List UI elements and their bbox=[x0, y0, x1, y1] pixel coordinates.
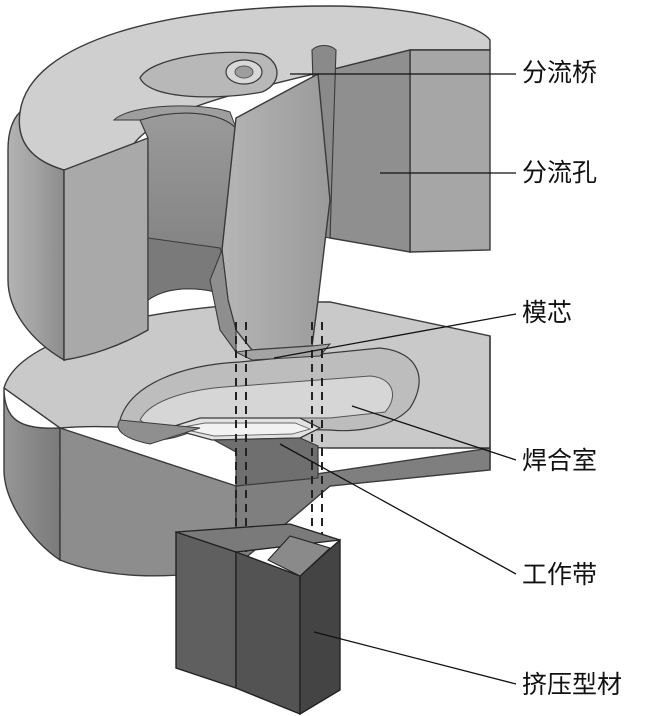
leader-bearing bbox=[279, 443, 517, 575]
leader-profile bbox=[313, 631, 517, 685]
label-bridge: 分流桥 bbox=[522, 58, 598, 87]
leader-mandrel bbox=[273, 313, 517, 359]
label-port: 分流孔 bbox=[522, 158, 598, 187]
label-bearing: 工作带 bbox=[522, 560, 598, 589]
projection-dashes bbox=[235, 322, 323, 552]
lower-die bbox=[3, 301, 491, 577]
label-profile: 挤压型材 bbox=[522, 670, 623, 699]
label-mandrel: 模芯 bbox=[522, 298, 573, 327]
label-weld-chamber: 焊合室 bbox=[522, 446, 598, 475]
bridge-mandrel bbox=[209, 72, 332, 361]
upper-die bbox=[7, 5, 491, 362]
extruded-profile bbox=[175, 523, 341, 716]
leader-lines bbox=[273, 73, 517, 685]
leader-weld-chamber bbox=[351, 405, 517, 461]
